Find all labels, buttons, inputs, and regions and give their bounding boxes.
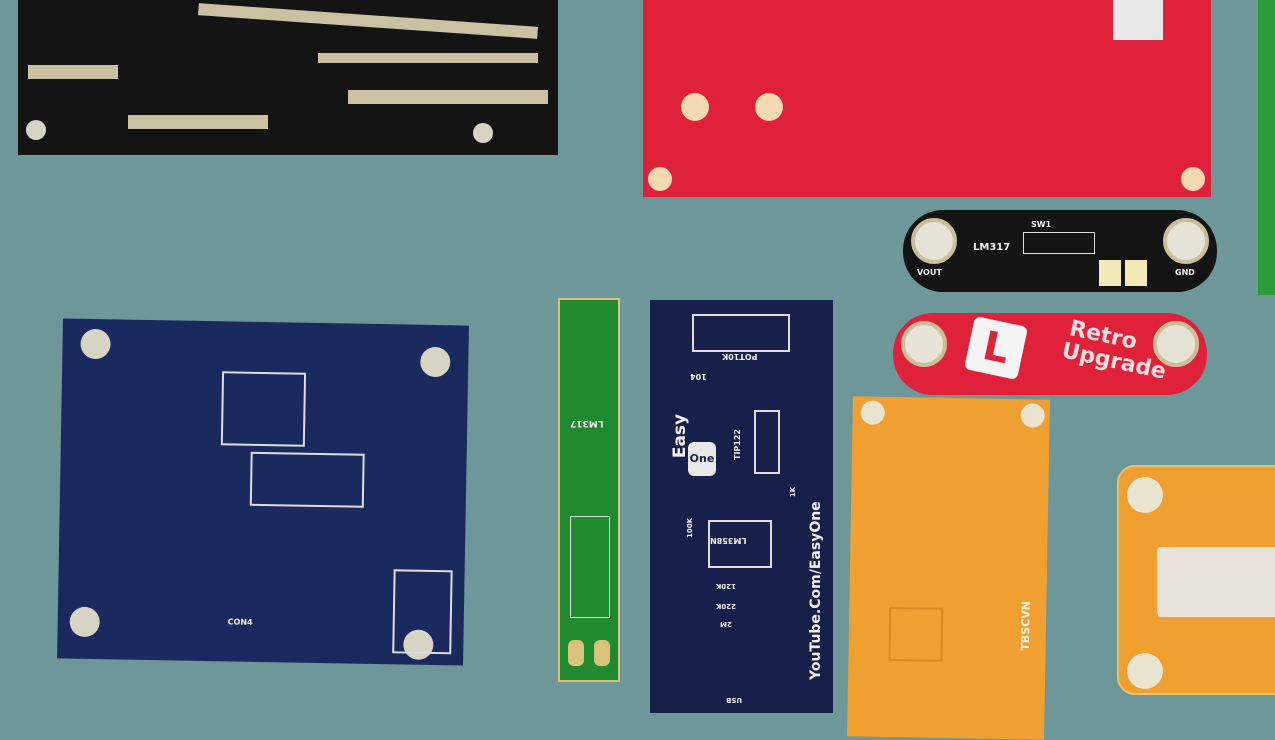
- component-pad: [1113, 0, 1163, 40]
- green-strip-board: LM317: [558, 298, 620, 682]
- resistor-220k: 220K: [716, 602, 737, 610]
- pad: [1125, 260, 1147, 286]
- trace: [318, 53, 538, 63]
- mounting-hole: [1127, 477, 1163, 513]
- transistor-footprint: [754, 410, 780, 474]
- silkscreen-outline: [570, 516, 610, 618]
- one-badge: One: [688, 442, 716, 476]
- tip122-label: TIP122: [733, 429, 742, 460]
- lm317-label: LM317: [973, 242, 1011, 253]
- mounting-hole: [26, 120, 46, 140]
- seven-segment-display: [1157, 547, 1275, 617]
- blue-pcb-board: CON4: [57, 318, 469, 666]
- left-hole: [901, 321, 947, 367]
- silkscreen-outline: [249, 451, 365, 508]
- trace: [28, 65, 118, 79]
- sw1-label: SW1: [1031, 220, 1052, 229]
- resistor-1k: 1K: [789, 486, 798, 498]
- resistor-100k: 100K: [686, 517, 695, 539]
- resistor-120k: 120K: [716, 582, 737, 590]
- silkscreen-outline: [220, 371, 307, 447]
- easyone-url: YouTube.Com/EasyOne: [808, 501, 824, 680]
- ic-footprint: [708, 520, 772, 568]
- trace: [197, 3, 539, 39]
- black-pcb-top-left: [18, 0, 558, 155]
- pot-footprint: [692, 314, 790, 352]
- mounting-hole: [1020, 403, 1045, 428]
- mounting-hole: [69, 606, 100, 638]
- mounting-hole: [80, 328, 111, 360]
- pad: [1099, 260, 1121, 286]
- con4-label: CON4: [227, 617, 253, 627]
- pad: [648, 167, 672, 191]
- retro-upgrade-board: L Retro Upgrade: [893, 313, 1207, 395]
- usb-label: USB: [726, 696, 743, 704]
- right-hole: [1153, 321, 1199, 367]
- trace: [348, 90, 548, 104]
- switch-outline: [1023, 232, 1095, 254]
- pad: [681, 93, 709, 121]
- silkscreen-outline: [392, 569, 453, 655]
- gnd-hole: [1163, 218, 1209, 264]
- pad: [594, 640, 610, 666]
- pot-label: POT10K: [722, 352, 758, 361]
- mounting-hole: [860, 400, 885, 425]
- green-pcb-edge: [1258, 0, 1275, 295]
- gnd-label: GND: [1175, 268, 1195, 277]
- easyone-board: POT10K 104 Easy One TIP122 LM358N 100K 1…: [650, 300, 833, 713]
- orange-display-board: [1117, 465, 1275, 695]
- pad: [568, 640, 584, 666]
- resistor-2m: 2M: [720, 620, 732, 628]
- pad: [1181, 167, 1205, 191]
- lm317-strip-label: LM317: [570, 418, 604, 428]
- pad: [755, 93, 783, 121]
- trace: [128, 115, 268, 129]
- mounting-hole: [1127, 653, 1163, 689]
- ic-footprint: [888, 606, 944, 662]
- mounting-hole: [420, 346, 451, 378]
- vout-label: VOUT: [917, 268, 942, 277]
- lm317-black-board: LM317 SW1 VOUT GND: [903, 210, 1217, 292]
- mounting-hole: [473, 123, 493, 143]
- ic-label: LM358N: [710, 536, 747, 545]
- vout-hole: [911, 218, 957, 264]
- red-pcb-top: [643, 0, 1211, 197]
- orange-board-label: TBSCVN: [1018, 600, 1033, 651]
- cap-label: 104: [690, 372, 707, 381]
- retro-logo: L: [963, 315, 1029, 381]
- orange-pcb-board: TBSCVN: [847, 396, 1050, 740]
